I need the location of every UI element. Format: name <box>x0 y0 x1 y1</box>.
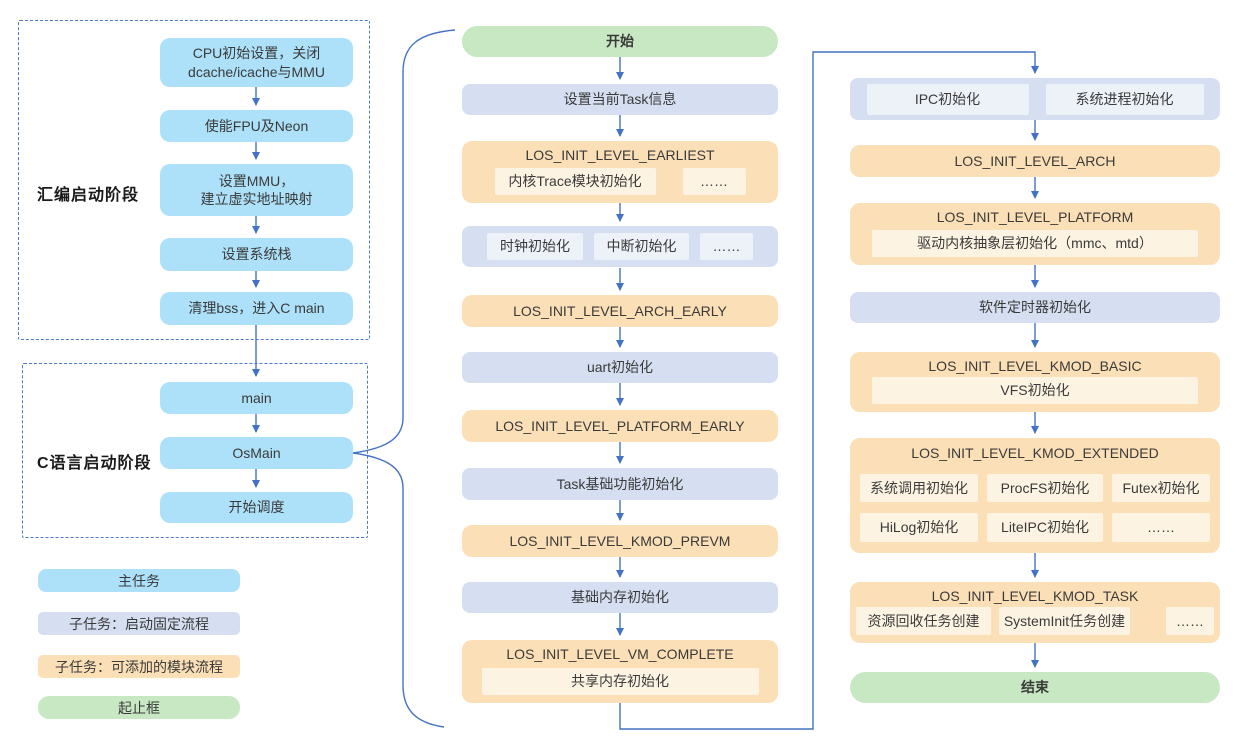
chip-kernel-trace: 内核Trace模块初始化 <box>494 168 656 195</box>
chip-hilog-init: HiLog初始化 <box>860 513 978 542</box>
node-title: LOS_INIT_LEVEL_KMOD_BASIC <box>928 358 1142 374</box>
chip-systeminit-task: SystemInit任务创建 <box>999 607 1130 635</box>
flow-node-set-task-info: 设置当前Task信息 <box>462 84 778 115</box>
flow-node-sys-stack: 设置系统栈 <box>160 238 353 271</box>
chip-row: 系统调用初始化 ProcFS初始化 Futex初始化 <box>850 473 1220 502</box>
legend-fixed-subtask: 子任务：启动固定流程 <box>38 612 240 635</box>
flow-node-uart-init: uart初始化 <box>462 352 778 383</box>
chip-row: IPC初始化 系统进程初始化 <box>850 83 1220 115</box>
node-title: LOS_INIT_LEVEL_EARLIEST <box>525 147 715 163</box>
chip-ellipsis: …… <box>682 168 746 195</box>
chip-resource-recycle-task: 资源回收任务创建 <box>856 607 991 635</box>
chip-driver-kal-init: 驱动内核抽象层初始化（mmc、mtd） <box>872 230 1198 257</box>
chip-syscall-init: 系统调用初始化 <box>860 473 978 502</box>
flow-node-swtimer-init: 软件定时器初始化 <box>850 292 1220 323</box>
chip-ipc-init: IPC初始化 <box>866 83 1029 115</box>
node-title: LOS_INIT_LEVEL_PLATFORM <box>936 209 1134 225</box>
chip-ellipsis: …… <box>700 233 753 260</box>
flow-node-level-platform-early: LOS_INIT_LEVEL_PLATFORM_EARLY <box>462 410 778 442</box>
flow-node-main: main <box>160 382 353 414</box>
flow-node-level-arch-early: LOS_INIT_LEVEL_ARCH_EARLY <box>462 295 778 327</box>
flow-node-level-kmod-task: LOS_INIT_LEVEL_KMOD_TASK 资源回收任务创建 System… <box>850 582 1220 643</box>
chip-interrupt-init: 中断初始化 <box>594 233 689 260</box>
node-title: LOS_INIT_LEVEL_VM_COMPLETE <box>506 646 734 662</box>
chip-clock-init: 时钟初始化 <box>487 233 583 260</box>
chip-shared-mem-init: 共享内存初始化 <box>481 668 759 695</box>
chip-row: 时钟初始化 中断初始化 …… <box>462 233 778 260</box>
node-title: LOS_INIT_LEVEL_KMOD_TASK <box>931 588 1139 604</box>
flow-node-clock-interrupt: 时钟初始化 中断初始化 …… <box>462 226 778 267</box>
chip-row: 驱动内核抽象层初始化（mmc、mtd） <box>850 230 1220 257</box>
chip-futex-init: Futex初始化 <box>1112 473 1210 502</box>
flow-node-cpu-init: CPU初始设置，关闭 dcache/icache与MMU <box>160 38 353 87</box>
start-terminal: 开始 <box>462 26 778 57</box>
chip-row: HiLog初始化 LiteIPC初始化 …… <box>850 513 1220 542</box>
chip-ellipsis: …… <box>1166 607 1214 635</box>
chip-row: 资源回收任务创建 SystemInit任务创建 …… <box>850 607 1220 635</box>
flow-node-level-arch: LOS_INIT_LEVEL_ARCH <box>850 145 1220 177</box>
flow-node-level-kmod-prevm: LOS_INIT_LEVEL_KMOD_PREVM <box>462 525 778 557</box>
asm-phase-frame <box>18 20 370 340</box>
legend-main-task: 主任务 <box>38 569 240 592</box>
flow-node-level-platform: LOS_INIT_LEVEL_PLATFORM 驱动内核抽象层初始化（mmc、m… <box>850 203 1220 265</box>
flow-node-level-kmod-basic: LOS_INIT_LEVEL_KMOD_BASIC VFS初始化 <box>850 352 1220 412</box>
c-phase-label: C语言启动阶段 <box>37 455 152 472</box>
chip-row: VFS初始化 <box>850 377 1220 404</box>
chip-procfs-init: ProcFS初始化 <box>987 473 1103 502</box>
chip-liteipc-init: LiteIPC初始化 <box>987 513 1103 542</box>
chip-sys-process-init: 系统进程初始化 <box>1045 83 1204 115</box>
flow-node-osmain: OsMain <box>160 437 353 469</box>
chip-row: 内核Trace模块初始化 …… <box>462 168 778 195</box>
chip-vfs-init: VFS初始化 <box>872 377 1198 404</box>
chip-ellipsis: …… <box>1112 513 1210 542</box>
flow-node-level-kmod-extended: LOS_INIT_LEVEL_KMOD_EXTENDED 系统调用初始化 Pro… <box>850 438 1220 553</box>
legend-terminal: 起止框 <box>38 696 240 719</box>
chip-row: 共享内存初始化 <box>462 668 778 695</box>
flow-node-level-vm-complete: LOS_INIT_LEVEL_VM_COMPLETE 共享内存初始化 <box>462 640 778 703</box>
node-title: LOS_INIT_LEVEL_KMOD_EXTENDED <box>911 445 1159 461</box>
flow-node-clear-bss: 清理bss，进入C main <box>160 292 353 325</box>
legend-module-subtask: 子任务：可添加的模块流程 <box>38 655 240 678</box>
flow-node-basic-mem-init: 基础内存初始化 <box>462 582 778 613</box>
flow-node-ipc-process: IPC初始化 系统进程初始化 <box>850 78 1220 120</box>
end-terminal: 结束 <box>850 672 1220 703</box>
flow-node-mmu-setup: 设置MMU， 建立虚实地址映射 <box>160 164 353 216</box>
c-phase-frame <box>22 363 368 538</box>
flow-node-schedule: 开始调度 <box>160 492 353 523</box>
asm-phase-label: 汇编启动阶段 <box>37 187 140 204</box>
flow-node-task-basic-init: Task基础功能初始化 <box>462 468 778 500</box>
flow-node-fpu-neon: 使能FPU及Neon <box>160 110 353 142</box>
flow-node-level-earliest: LOS_INIT_LEVEL_EARLIEST 内核Trace模块初始化 …… <box>462 141 778 203</box>
